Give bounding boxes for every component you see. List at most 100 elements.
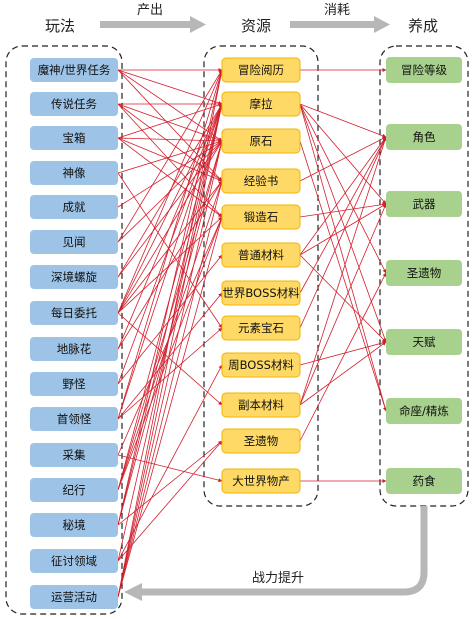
- resource-node-label: 元素宝石: [238, 321, 284, 335]
- growth-node-label: 药食: [413, 474, 436, 488]
- play-node-box: [30, 230, 118, 254]
- play-node: 运营活动: [30, 585, 118, 609]
- play-node-label: 成就: [63, 200, 86, 214]
- resource-node: 元素宝石: [221, 315, 301, 341]
- produce-label: 产出: [137, 3, 163, 18]
- play-node: 深境螺旋: [30, 265, 118, 289]
- growth-node-box: [386, 57, 462, 83]
- produce-edge: [117, 103, 224, 598]
- play-node-label: 宝箱: [63, 131, 86, 145]
- play-node: 地脉花: [30, 337, 118, 361]
- growth-node-box: [386, 329, 462, 355]
- growth-node: 药食: [386, 468, 462, 494]
- play-node: 野怪: [30, 372, 118, 396]
- consume-edge: [299, 203, 387, 256]
- play-node-label: 征讨领域: [51, 554, 97, 568]
- growth-node-label: 冒险等级: [401, 63, 447, 77]
- resource-node-box: [221, 128, 301, 154]
- produce-edge: [117, 69, 223, 314]
- consume-edge: [299, 136, 387, 329]
- produce-edge: [117, 327, 223, 420]
- produce-edge: [117, 440, 223, 526]
- produce-edge: [117, 103, 223, 314]
- play-node-label: 魔神/世界任务: [38, 63, 111, 77]
- produce-edge: [117, 103, 224, 526]
- resource-node: 副本材料: [221, 392, 301, 418]
- consume-edge: [299, 136, 387, 182]
- resource-node: 圣遗物: [221, 428, 301, 454]
- produce-edge: [117, 292, 223, 420]
- resource-node-box: [221, 392, 301, 418]
- produce-edge: [117, 69, 224, 598]
- play-node-box: [30, 58, 118, 82]
- growth-node: 冒险等级: [386, 57, 462, 83]
- play-node: 成就: [30, 195, 118, 219]
- resource-node-label: 副本材料: [238, 398, 284, 412]
- play-node-box: [30, 126, 118, 150]
- play-node-label: 神像: [63, 166, 86, 180]
- play-node: 采集: [30, 443, 118, 467]
- growth-node: 天赋: [386, 329, 462, 355]
- resource-node-label: 大世界物产: [232, 474, 290, 488]
- play-node-box: [30, 337, 118, 361]
- play-node-box: [30, 585, 118, 609]
- produce-edge: [117, 69, 223, 182]
- play-node-box: [30, 549, 118, 573]
- play-node-box: [30, 372, 118, 396]
- growth-node-label: 武器: [413, 197, 436, 211]
- growth-node-box: [386, 260, 462, 286]
- resource-node-label: 摩拉: [250, 97, 273, 111]
- resource-group-frame: [203, 45, 319, 507]
- resource-node: 原石: [221, 128, 301, 154]
- edges-layer: [117, 68, 387, 598]
- consume-edge: [299, 272, 387, 442]
- produce-edge: [117, 440, 223, 562]
- resource-node-label: 圣遗物: [244, 434, 279, 448]
- play-node-label: 野怪: [63, 377, 86, 391]
- growth-node-label: 角色: [413, 130, 436, 144]
- growth-node-label: 命座/精炼: [399, 404, 449, 418]
- play-node-label: 见闻: [63, 235, 86, 249]
- play-node-box: [30, 92, 118, 116]
- resource-node-label: 锻造石: [244, 210, 279, 224]
- play-node-box: [30, 301, 118, 325]
- play-header: 玩法: [45, 17, 75, 35]
- play-node-box: [30, 265, 118, 289]
- resource-node-box: [221, 428, 301, 454]
- resource-node-box: [221, 204, 301, 230]
- resource-node: 普通材料: [221, 242, 301, 268]
- produce-edge: [117, 137, 223, 182]
- play-node-label: 每日委托: [51, 306, 97, 320]
- resource-node: 周BOSS材料: [221, 352, 301, 378]
- growth-node-label: 圣遗物: [407, 266, 442, 280]
- play-node-box: [30, 443, 118, 467]
- produce-edge: [117, 69, 223, 243]
- resource-node: 冒险阅历: [221, 57, 301, 83]
- play-node: 魔神/世界任务: [30, 58, 118, 82]
- consume-edge: [299, 103, 387, 138]
- consume-edge: [299, 140, 387, 412]
- consume-edge: [299, 103, 387, 412]
- produce-edge: [117, 454, 223, 483]
- play-node-label: 采集: [63, 448, 86, 462]
- resource-node-label: 经验书: [244, 174, 279, 188]
- play-node: 征讨领域: [30, 549, 118, 573]
- resource-node-box: [221, 57, 301, 83]
- resource-node: 锻造石: [221, 204, 301, 230]
- play-node-box: [30, 407, 118, 431]
- produce-edge: [117, 103, 223, 142]
- feedback-label: 战力提升: [252, 570, 304, 586]
- play-node: 宝箱: [30, 126, 118, 150]
- resource-node: 大世界物产: [221, 468, 301, 494]
- play-node: 见闻: [30, 230, 118, 254]
- resource-node-box: [221, 315, 301, 341]
- play-group-frame: [5, 45, 123, 615]
- play-node-label: 运营活动: [51, 590, 97, 604]
- produce-edge: [117, 140, 223, 208]
- resource-node-label: 普通材料: [238, 248, 284, 262]
- play-node-label: 地脉花: [57, 342, 92, 356]
- resource-node-label: 原石: [250, 134, 273, 148]
- consume-edge: [299, 136, 387, 294]
- produce-edge: [117, 180, 223, 350]
- resource-node-box: [221, 280, 301, 306]
